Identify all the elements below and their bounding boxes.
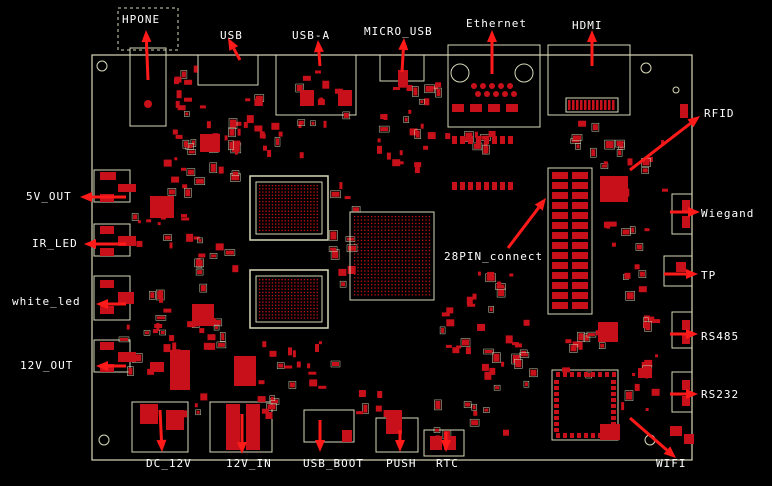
dc-jack xyxy=(131,401,189,453)
usb-connector xyxy=(197,54,259,86)
label-usb: USB xyxy=(220,29,243,42)
usb-a-connector xyxy=(275,54,357,116)
label-5v-out: 5V_OUT xyxy=(26,190,72,203)
label-hpone: HPONE xyxy=(122,13,161,26)
usb-boot-button xyxy=(303,409,355,443)
label-12v-in: 12V_IN xyxy=(226,457,272,470)
pointer-arrow xyxy=(144,41,150,81)
mounting-hole-tr xyxy=(640,62,652,74)
ethernet-jack xyxy=(447,44,541,128)
pointer-arrow-head xyxy=(96,299,108,309)
label-12v-out: 12V_OUT xyxy=(20,359,74,372)
ram-chip-2 xyxy=(249,269,329,329)
pointer-arrow-head xyxy=(688,207,700,217)
hdmi-connector xyxy=(547,44,631,116)
pin-header-28 xyxy=(547,167,593,315)
pointer-arrow xyxy=(400,49,405,73)
pointer-arrow-head xyxy=(84,239,96,249)
label-wiegand: Wiegand xyxy=(701,207,755,220)
label-usb-boot: USB_BOOT xyxy=(303,457,364,470)
pointer-arrow-head xyxy=(663,446,676,458)
mounting-hole-bl xyxy=(98,434,110,446)
label-ir-led: IR_LED xyxy=(32,237,78,250)
label-rs485: RS485 xyxy=(701,330,740,343)
label-28pin-connect: 28PIN_connect xyxy=(444,250,544,263)
label-ethernet: Ethernet xyxy=(466,17,527,30)
label-hdmi: HDMI xyxy=(572,19,603,32)
label-wifi: WIFI xyxy=(656,457,687,470)
pointer-arrow-head xyxy=(686,269,698,279)
pointer-arrow xyxy=(629,416,668,452)
label-micro-usb: MICRO_USB xyxy=(364,25,433,38)
bga-dots-layer xyxy=(259,185,435,319)
pointer-arrow-head xyxy=(398,38,409,51)
pointer-arrow-head xyxy=(686,389,698,399)
pointer-arrow-head xyxy=(534,198,546,211)
pointer-arrow-head xyxy=(96,361,108,371)
pointer-arrow-head xyxy=(686,329,698,339)
label-rs232: RS232 xyxy=(701,388,740,401)
label-usb-a: USB-A xyxy=(292,29,331,42)
label-tp: TP xyxy=(701,269,717,282)
pads-layer xyxy=(100,65,694,450)
pointer-arrow-head xyxy=(587,30,597,42)
pointer-arrow-head xyxy=(441,440,451,452)
pointer-arrow-head xyxy=(487,30,497,42)
mounting-hole-tl xyxy=(96,60,108,72)
pointer-arrow xyxy=(317,51,322,67)
pointer-arrow xyxy=(629,122,692,172)
pointer-arrow-head xyxy=(687,116,700,128)
label-dc-12v: DC_12V xyxy=(146,457,192,470)
arrows-layer xyxy=(80,30,700,458)
pointer-arrow-head xyxy=(313,40,324,53)
pointer-arrow xyxy=(506,206,540,249)
pointer-arrow-head xyxy=(395,440,405,452)
ram-chip-1 xyxy=(249,175,329,241)
pointer-arrow-head xyxy=(141,30,152,43)
pointer-arrow-head xyxy=(228,38,239,51)
label-rtc: RTC xyxy=(436,457,459,470)
pointer-arrow xyxy=(232,47,242,61)
label-push: PUSH xyxy=(386,457,417,470)
label-white-led: white_led xyxy=(12,295,81,308)
pointer-arrow-head xyxy=(315,440,325,452)
pointer-arrow-head xyxy=(80,192,92,202)
wifi-module xyxy=(551,369,619,441)
pointer-arrow xyxy=(158,409,163,441)
pointer-arrow-head xyxy=(156,439,167,452)
label-rfid: RFID xyxy=(704,107,735,120)
power-in-terminal xyxy=(209,401,273,453)
pointer-arrow-head xyxy=(237,442,247,454)
